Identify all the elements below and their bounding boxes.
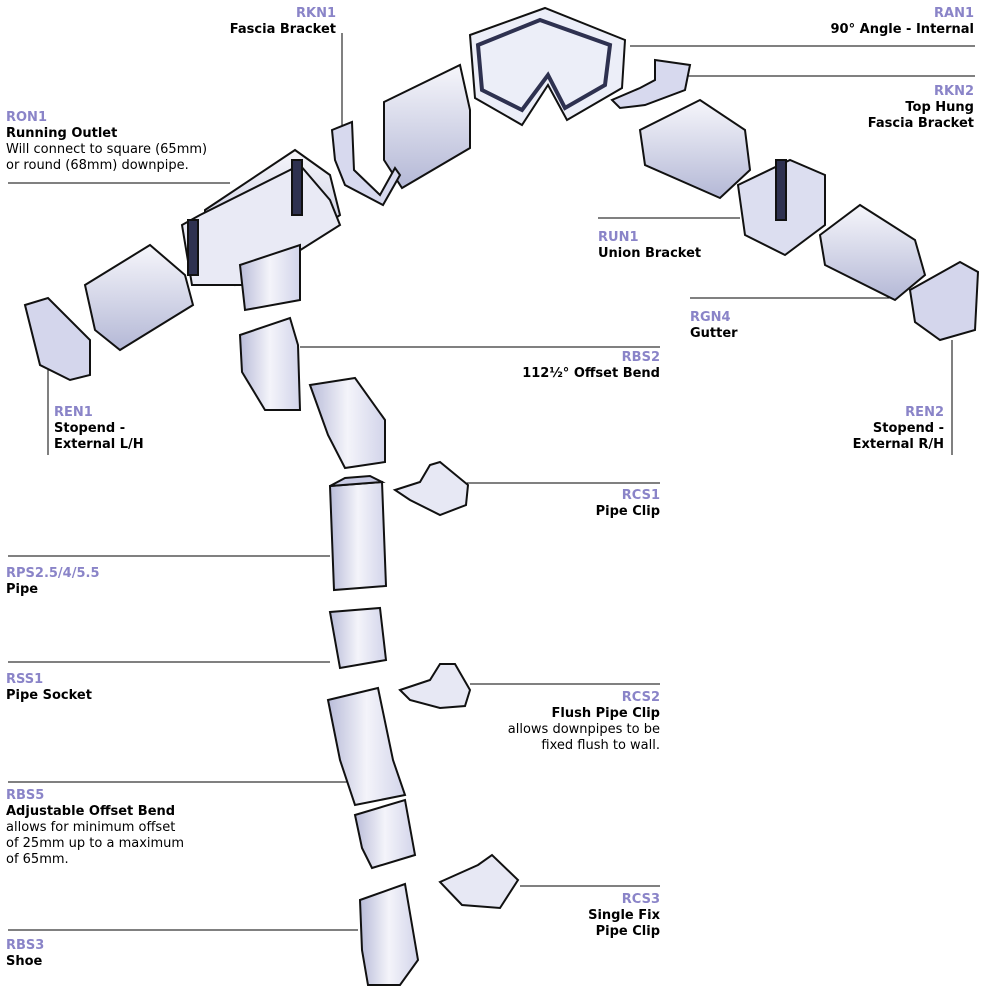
shoe-part <box>358 882 420 986</box>
label-name: External L/H <box>54 437 144 452</box>
label-name: Pipe Clip <box>595 504 660 519</box>
label-name: Pipe <box>6 582 39 597</box>
label-code: RSS1 <box>6 672 44 687</box>
label-name: Top Hung <box>905 100 974 115</box>
label-note: fixed flush to wall. <box>541 738 660 753</box>
label-ren1: REN1 Stopend - External L/H <box>54 405 144 453</box>
label-code: RAN1 <box>934 6 974 21</box>
label-code: RCS3 <box>621 892 660 907</box>
union-bracket-part <box>736 158 826 257</box>
label-name: Pipe Clip <box>595 924 660 939</box>
label-rcs3: RCS3 Single Fix Pipe Clip <box>588 892 660 940</box>
label-note: of 25mm up to a maximum <box>6 836 185 851</box>
downpipe-part <box>328 474 388 592</box>
label-name: Running Outlet <box>6 126 118 141</box>
label-code: RGN4 <box>690 310 731 325</box>
label-name: Flush Pipe Clip <box>551 706 660 721</box>
label-name: Shoe <box>6 954 43 969</box>
label-code: REN2 <box>905 405 944 420</box>
single-fix-pipe-clip-part <box>438 853 520 910</box>
label-rkn2: RKN2 Top Hung Fascia Bracket <box>868 84 974 132</box>
label-ran1: RAN1 90° Angle - Internal <box>831 6 974 38</box>
label-code: RBS5 <box>6 788 45 803</box>
label-name: Single Fix <box>588 908 660 923</box>
label-code: RKN1 <box>295 6 336 21</box>
adjustable-offset-bend-part <box>326 686 417 870</box>
label-name: 90° Angle - Internal <box>830 22 974 37</box>
label-rps: RPS2.5/4/5.5 Pipe <box>6 566 100 598</box>
label-note: Will connect to square (65mm) <box>6 142 208 157</box>
stopend-right-part <box>908 260 980 342</box>
top-hung-bracket-part <box>610 58 692 110</box>
label-rbs2: RBS2 112½° Offset Bend <box>522 350 660 382</box>
label-note: allows for minimum offset <box>6 820 176 835</box>
label-rss1: RSS1 Pipe Socket <box>6 672 92 704</box>
offset-bend-112-part <box>238 316 386 470</box>
label-name: Stopend - <box>54 421 126 436</box>
label-code: RBS3 <box>6 938 45 953</box>
label-name: Stopend - <box>872 421 944 436</box>
label-code: RBS2 <box>621 350 660 365</box>
running-outlet-part <box>180 159 342 312</box>
label-name: Fascia Bracket <box>867 116 974 131</box>
label-name: Fascia Bracket <box>229 22 336 37</box>
pipe-socket-part <box>328 606 388 670</box>
label-code: RCS2 <box>621 690 660 705</box>
label-name: External R/H <box>852 437 944 452</box>
label-code: RUN1 <box>598 230 639 245</box>
label-code: RKN2 <box>933 84 974 99</box>
pipe-clip-part <box>392 460 470 517</box>
label-name: Union Bracket <box>598 246 702 261</box>
fascia-bracket-part <box>330 120 402 207</box>
label-rkn1: RKN1 Fascia Bracket <box>230 6 336 38</box>
label-ren2: REN2 Stopend - External R/H <box>853 405 944 453</box>
gutter-right <box>638 98 927 302</box>
label-ron1: RON1 Running Outlet Will connect to squa… <box>6 110 207 174</box>
label-name: 112½° Offset Bend <box>522 366 660 381</box>
label-note: or round (68mm) downpipe. <box>6 158 189 173</box>
label-note: allows downpipes to be <box>507 722 660 737</box>
label-name: Gutter <box>690 326 738 341</box>
label-rcs2: RCS2 Flush Pipe Clip allows downpipes to… <box>508 690 660 754</box>
label-run1: RUN1 Union Bracket <box>598 230 701 262</box>
stopend-left-part <box>23 296 91 382</box>
flush-pipe-clip-part <box>398 663 472 710</box>
angle-internal-part <box>468 6 627 127</box>
label-rbs5: RBS5 Adjustable Offset Bend allows for m… <box>6 788 184 868</box>
label-name: Adjustable Offset Bend <box>6 804 176 819</box>
leader-lines <box>8 33 975 931</box>
label-rgn4: RGN4 Gutter <box>690 310 738 342</box>
label-rbs3: RBS3 Shoe <box>6 938 44 970</box>
label-code: REN1 <box>54 405 93 420</box>
label-rcs1: RCS1 Pipe Clip <box>596 488 660 520</box>
label-note: of 65mm. <box>6 852 69 867</box>
label-code: RON1 <box>6 110 47 125</box>
label-code: RCS1 <box>621 488 660 503</box>
label-name: Pipe Socket <box>6 688 92 703</box>
label-code: RPS2.5/4/5.5 <box>6 566 100 581</box>
